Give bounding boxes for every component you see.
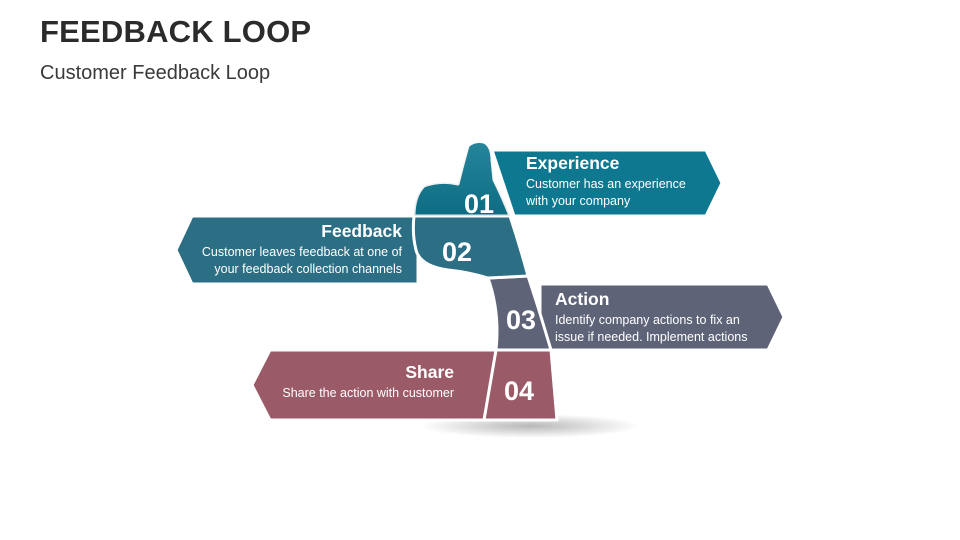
- experience-banner-shape: [490, 148, 724, 218]
- step-feedback-description-line1: Customer leaves feedback at one of: [201, 245, 402, 259]
- step-action-title: Action: [555, 289, 610, 309]
- step-share-label: Share Share the action with customer: [270, 361, 454, 402]
- step-feedback-description-line2: your feedback collection channels: [214, 262, 402, 276]
- thumb-band-03: [486, 274, 553, 352]
- step-experience-description-line2: with your company: [526, 194, 631, 208]
- page-subtitle: Customer Feedback Loop: [40, 62, 271, 84]
- step-feedback-label: Feedback Customer leaves feedback at one…: [190, 220, 402, 278]
- feedback-banner-shape: [174, 214, 420, 286]
- step-03-number: 03: [506, 305, 537, 335]
- step-share-description-line1: Share the action with customer: [282, 386, 454, 400]
- feedback-banner: [174, 214, 420, 286]
- experience-banner: [490, 148, 724, 218]
- step-experience-description-line1: Customer has an experience: [526, 177, 686, 191]
- step-experience-title: Experience: [526, 153, 620, 173]
- step-action-description-line1: Identify company actions to fix an: [555, 313, 740, 327]
- share-banner: [250, 348, 502, 422]
- thumb-shine: [414, 141, 510, 216]
- step-action-description-line2: issue if needed. Implement actions: [555, 330, 748, 344]
- step-feedback-title: Feedback: [321, 221, 402, 241]
- thumbs-up-icon: [411, 140, 559, 422]
- step-share-title: Share: [405, 362, 454, 382]
- step-action-label: Action Identify company actions to fix a…: [555, 288, 747, 346]
- share-banner-shape: [250, 348, 502, 422]
- page-title: FEEDBACK LOOP: [40, 14, 312, 49]
- thumb-band-02: [411, 214, 530, 280]
- step-04-number: 04: [504, 376, 535, 406]
- step-01-number: 01: [464, 189, 495, 219]
- step-experience-label: Experience Customer has an experience wi…: [526, 152, 686, 210]
- step-02-number: 02: [442, 237, 473, 267]
